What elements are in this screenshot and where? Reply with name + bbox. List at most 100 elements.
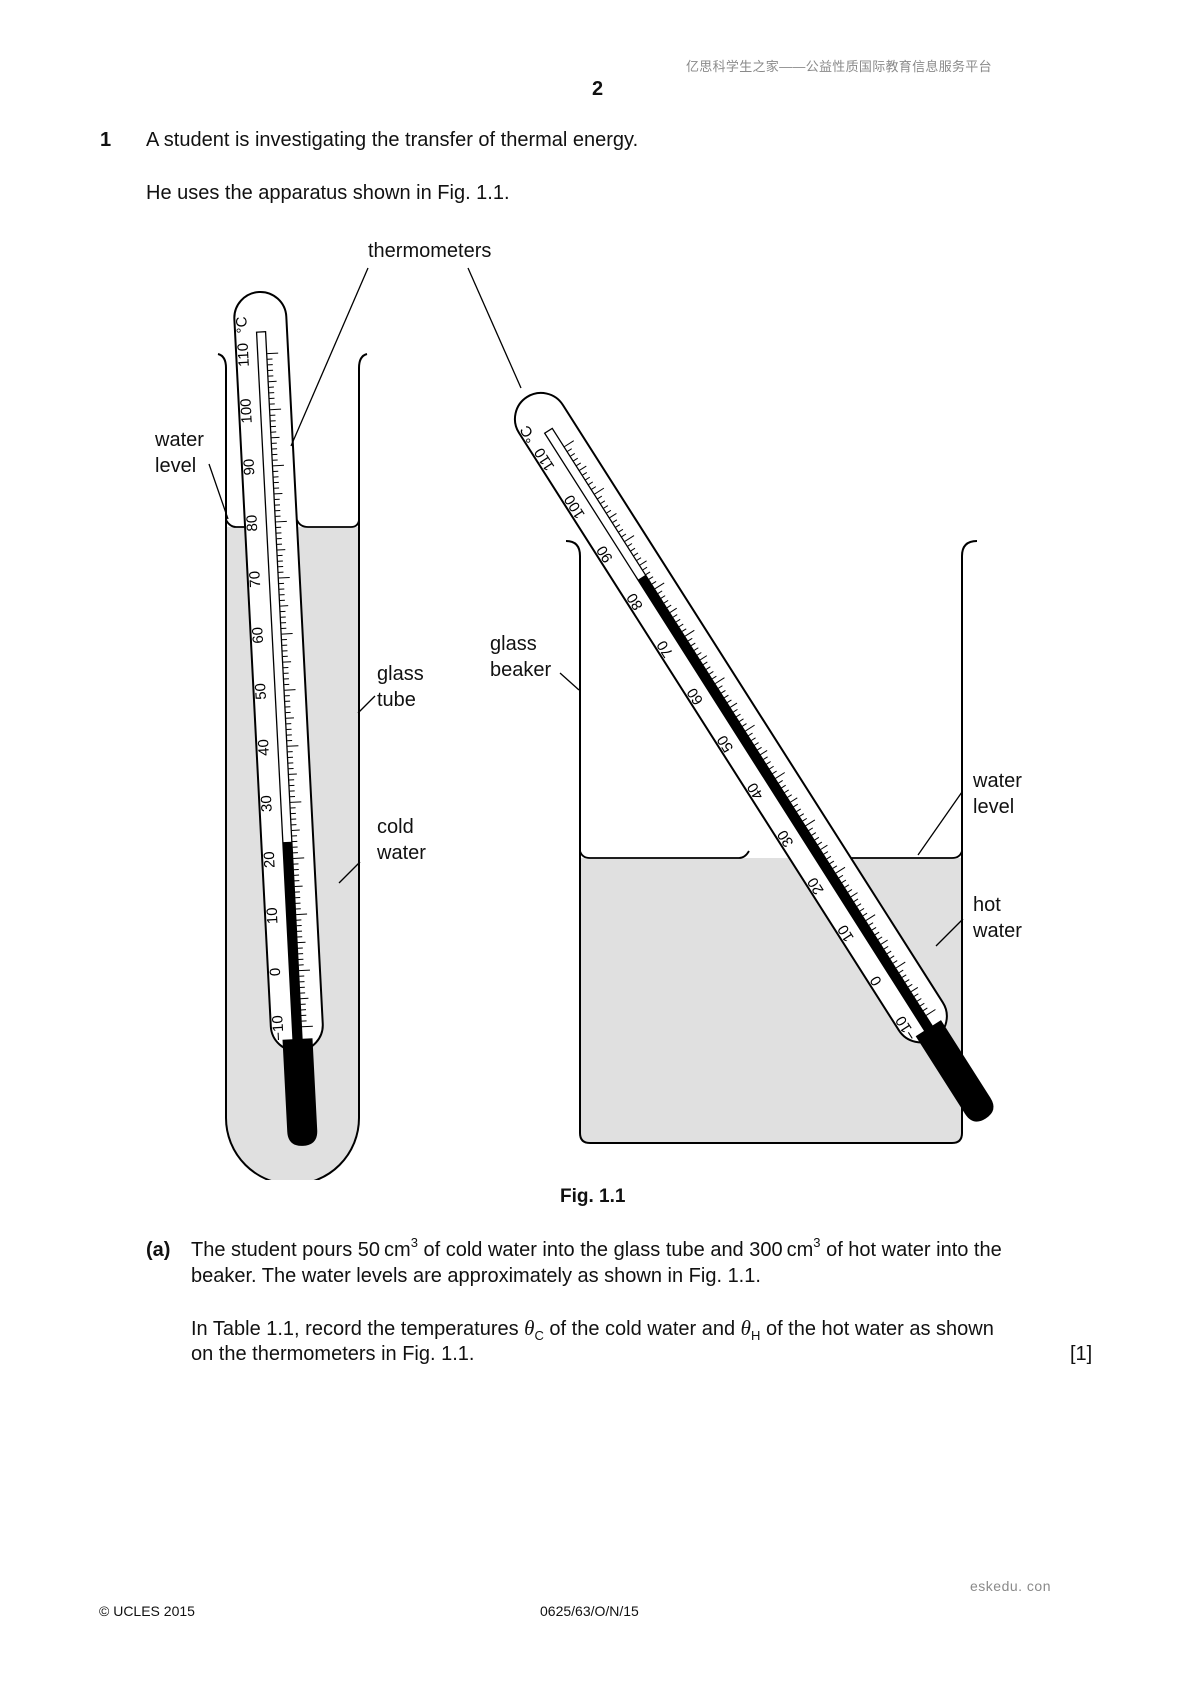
beaker-water-surface	[579, 850, 750, 859]
label-glass-beaker-1: glass	[490, 633, 537, 655]
scale-tick	[796, 808, 802, 813]
scale-tick	[817, 841, 823, 846]
scale-label: 40	[255, 739, 273, 757]
scale-tick	[639, 560, 647, 566]
scale-tick	[275, 520, 287, 523]
scale-tick	[751, 737, 756, 741]
scale-tick	[624, 535, 635, 542]
scale-tick	[910, 986, 919, 993]
part-a-label: (a)	[146, 1239, 171, 1261]
scale-label: 90	[241, 458, 259, 476]
scale-label: 10	[264, 907, 282, 925]
scale-tick	[811, 832, 817, 836]
scale-tick	[723, 694, 729, 699]
scale-tick	[618, 528, 624, 533]
scale-tick	[763, 756, 768, 760]
scale-tick	[838, 874, 844, 879]
scale-label: 60	[249, 627, 267, 645]
scale-tick	[627, 543, 633, 547]
scale-tick	[898, 969, 904, 974]
theta-symbol: θ	[524, 1316, 535, 1340]
scale-tick	[877, 936, 883, 940]
scale-tick	[621, 533, 627, 538]
scale-tick	[802, 817, 808, 822]
question-number: 1	[100, 129, 112, 151]
scale-label: 90	[593, 542, 616, 565]
scale-tick	[729, 702, 738, 708]
scale-tick	[573, 457, 579, 462]
scale-tick	[720, 689, 726, 694]
scale-tick	[781, 784, 786, 789]
scale-tick	[739, 718, 744, 722]
scale-tick	[757, 746, 762, 751]
scale-unit-label: °C	[517, 422, 540, 445]
scale-tick	[636, 557, 642, 561]
scale-tick	[603, 505, 609, 509]
scale-tick	[654, 582, 665, 590]
scale-unit-label: °C	[233, 316, 251, 334]
scale-label: 100	[237, 398, 255, 424]
scale-tick	[735, 713, 741, 718]
scale-tick	[832, 865, 838, 869]
scale-tick	[711, 675, 717, 680]
footer-paper-code: 0625/63/O/N/15	[540, 1603, 639, 1619]
leader-cold-water	[338, 861, 361, 884]
scale-tick	[579, 465, 587, 471]
scale-tick	[681, 628, 687, 632]
scale-tick	[853, 898, 859, 903]
scale-tick	[666, 604, 672, 609]
scale-tick	[859, 908, 865, 912]
scale-tick	[298, 969, 310, 972]
scale-label: 110	[235, 342, 253, 367]
scale-tick	[913, 993, 919, 997]
part-a-line-1: The student pours 50 cm3 of cold water i…	[191, 1235, 1002, 1261]
scale-tick	[645, 571, 651, 576]
cold-thermometer-bulb	[282, 1038, 318, 1146]
scale-tick	[742, 723, 747, 727]
scale-tick	[705, 666, 711, 670]
scale-tick	[922, 1007, 928, 1012]
scale-label: 50	[714, 732, 737, 755]
leader-thermometers-left	[290, 267, 369, 447]
part-a-line-2: beaker. The water levels are approximate…	[191, 1265, 761, 1287]
scale-tick	[916, 998, 922, 1002]
scale-tick	[270, 408, 282, 411]
glass-tube-outline	[217, 353, 368, 1180]
tube-water-surface-right	[296, 519, 360, 528]
scale-tick	[597, 495, 603, 500]
scale-tick	[805, 819, 816, 827]
scale-tick	[889, 955, 895, 959]
scale-label: 70	[246, 570, 264, 588]
question-intro-line-1: A student is investigating the transfer …	[146, 129, 639, 151]
scale-label: 0	[267, 967, 284, 976]
scale-tick	[696, 652, 702, 656]
scale-label: 50	[252, 683, 270, 701]
scale-tick	[772, 770, 777, 775]
scale-label: 60	[684, 685, 707, 708]
scale-tick	[293, 857, 305, 859]
scale-tick	[883, 945, 889, 950]
leader-glass-beaker	[559, 672, 580, 691]
scale-tick	[564, 440, 575, 448]
scale-tick	[687, 637, 693, 642]
scale-tick	[847, 889, 853, 893]
leader-glass-tube	[357, 695, 376, 714]
scale-tick	[886, 950, 892, 955]
scale-tick	[925, 1009, 936, 1016]
scale-tick	[895, 961, 906, 969]
scale-tick	[663, 599, 669, 604]
scale-tick	[290, 801, 302, 803]
label-hot-water-1: hot	[973, 894, 1001, 916]
question-intro-line-2: He uses the apparatus shown in Fig. 1.1.	[146, 182, 510, 204]
scale-tick	[612, 519, 618, 523]
label-glass-beaker-2: beaker	[490, 659, 552, 681]
scale-tick	[732, 708, 738, 713]
label-water-level-right-1: water	[973, 770, 1022, 792]
footer-watermark: eskedu. con	[970, 1578, 1051, 1594]
scale-tick	[790, 797, 798, 803]
scale-tick	[278, 576, 290, 579]
scale-tick	[615, 524, 621, 528]
scale-tick	[272, 464, 284, 467]
scale-tick	[775, 772, 785, 779]
scale-tick	[287, 745, 299, 747]
